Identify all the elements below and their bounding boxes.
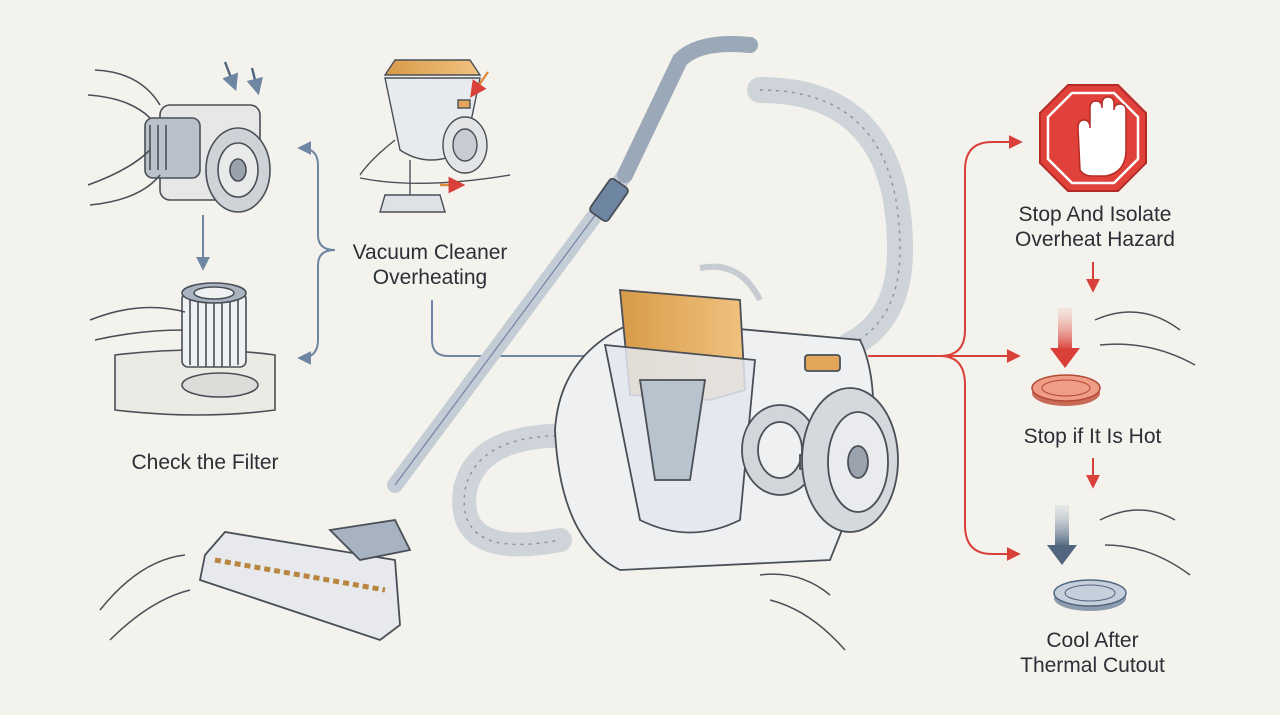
flow-bracket-left bbox=[297, 141, 336, 251]
step-stop-isolate-line2: Overheat Hazard bbox=[1015, 228, 1175, 251]
heat-arrows-icon bbox=[440, 71, 489, 194]
center-title: Vacuum Cleaner Overheating bbox=[345, 240, 515, 290]
center-title-line2: Overheating bbox=[372, 266, 488, 289]
stop-hand-icon bbox=[1039, 84, 1147, 192]
airflow-arrows-icon bbox=[222, 61, 263, 96]
flow-line-center bbox=[431, 300, 588, 357]
step-stop-hot: Stop if It Is Hot bbox=[1000, 424, 1185, 449]
step-cool-cutout-line2: Thermal Cutout bbox=[1020, 654, 1165, 677]
center-title-line1: Vacuum Cleaner bbox=[352, 241, 508, 264]
step-stop-hot-line1: Stop if It Is Hot bbox=[1023, 425, 1162, 448]
hand-illustration bbox=[99, 311, 1196, 651]
vacuum-thumbnail-illustration bbox=[359, 59, 511, 213]
step-stop-isolate: Stop And Isolate Overheat Hazard bbox=[995, 202, 1195, 252]
hot-disc-icon bbox=[1031, 308, 1101, 406]
flow-arrow-to-stop bbox=[939, 135, 1023, 357]
step-cool-cutout-line1: Cool After bbox=[1046, 629, 1139, 652]
flow-bracket-left-lower bbox=[297, 249, 336, 365]
vacuum-cleaner-illustration bbox=[198, 36, 914, 642]
filter-housing-illustration bbox=[87, 69, 271, 213]
filter-label-text: Check the Filter bbox=[131, 451, 279, 474]
step-cool-cutout: Cool After Thermal Cutout bbox=[1000, 628, 1185, 678]
cool-disc-icon bbox=[1047, 505, 1127, 611]
filter-label: Check the Filter bbox=[110, 450, 300, 475]
step-stop-isolate-line1: Stop And Isolate bbox=[1018, 203, 1172, 226]
flow-arrow-to-cool bbox=[939, 355, 1021, 561]
filter-removal-illustration bbox=[89, 282, 276, 416]
